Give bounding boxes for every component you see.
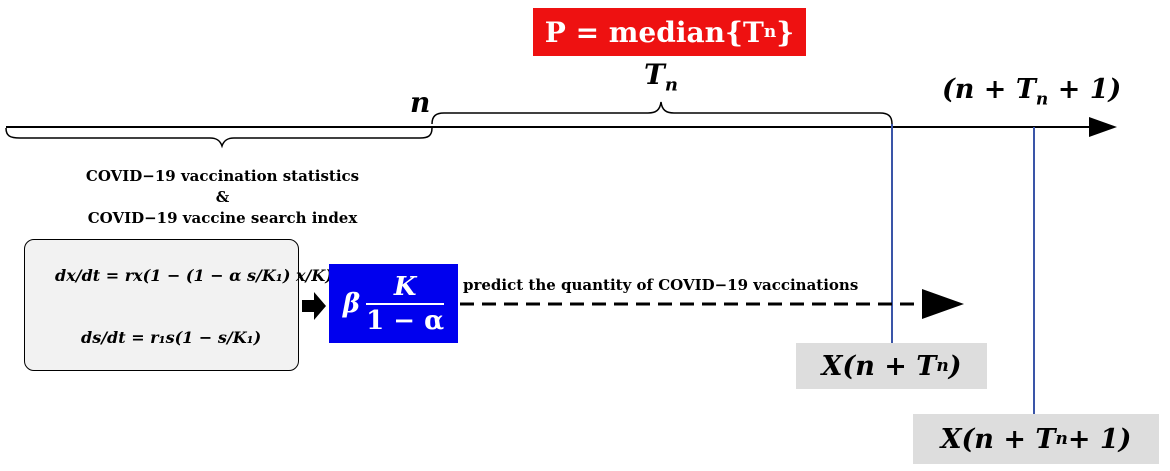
end-label-sub: n — [1035, 89, 1049, 110]
stats-line-3: COVID−19 vaccine search index — [87, 209, 358, 227]
end-point-label: (n + Tn + 1) — [942, 74, 1121, 109]
beta-denominator: 1 − α — [366, 305, 445, 336]
end-label-post: + 1) — [1048, 74, 1122, 105]
tn-label-base: T — [644, 58, 665, 91]
left-brace — [5, 127, 433, 149]
ode-equation-1: dx/dt = rx(1 − (1 − α s/K₁) x/K) — [55, 266, 333, 285]
prediction-label: predict the quantity of COVID−19 vaccina… — [463, 276, 859, 294]
beta-numerator: K — [366, 271, 445, 305]
median-formula-close: } — [776, 15, 795, 49]
tn-label: Tn — [644, 58, 678, 96]
x1-sub: n — [936, 356, 949, 376]
x1-post: ) — [948, 350, 962, 382]
x2-pre: X(n + T — [940, 423, 1056, 455]
tn-label-sub: n — [664, 74, 678, 96]
stats-line-2: & — [215, 188, 230, 206]
x2-sub: n — [1055, 429, 1068, 449]
stats-line-1: COVID−19 vaccination statistics — [85, 167, 360, 185]
ode-equation-2: ds/dt = r₁s(1 − s/K₁) — [81, 328, 262, 347]
data-source-text: COVID−19 vaccination statistics & COVID−… — [50, 166, 395, 229]
beta-symbol: β — [342, 288, 361, 319]
ode-to-beta-arrow — [302, 292, 326, 320]
median-formula-sub: n — [763, 22, 777, 42]
x2-post: + 1) — [1067, 423, 1132, 455]
end-label-pre: (n + T — [942, 74, 1036, 105]
beta-formula-box: β K 1 − α — [329, 264, 458, 343]
ode-system-box: dx/dt = rx(1 − (1 − α s/K₁) x/K) ds/dt =… — [24, 239, 333, 371]
median-formula-text: P = median{T — [544, 15, 764, 49]
tn-brace — [431, 101, 893, 125]
n-label: n — [410, 86, 431, 119]
beta-fraction: K 1 − α — [366, 271, 445, 337]
x1-pre: X(n + T — [821, 350, 937, 382]
